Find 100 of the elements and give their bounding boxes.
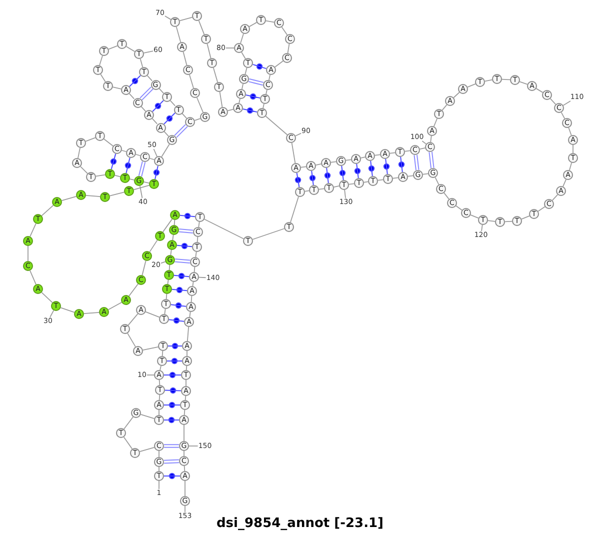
- base-pair-line: [309, 170, 316, 186]
- leader-line: [164, 16, 172, 20]
- base-pair-line: [242, 107, 258, 114]
- backbone-line: [184, 480, 186, 496]
- backbone-line: [86, 194, 100, 198]
- base-pair-line: [166, 358, 182, 364]
- backbone-line: [287, 43, 290, 54]
- backbone-line: [186, 326, 190, 342]
- backbone-line: [104, 138, 114, 146]
- backbone-line: [390, 152, 396, 154]
- backbone-line: [163, 130, 170, 137]
- backbone-line: [252, 228, 285, 240]
- backbone-line: [158, 450, 160, 458]
- base-pair-line: [252, 63, 267, 70]
- backbone-line: [190, 296, 192, 302]
- base-pair-line: [179, 212, 196, 220]
- backbone-line: [196, 236, 198, 242]
- backbone-line: [140, 58, 144, 68]
- backbone-line: [504, 220, 512, 222]
- backbone-line: [502, 78, 510, 80]
- backbone-line: [41, 292, 53, 304]
- backbone-line: [84, 312, 100, 314]
- backbone-line: [281, 26, 288, 36]
- backbone-line: [85, 137, 96, 142]
- base-pair-line: [164, 402, 180, 408]
- backbone-line: [392, 177, 398, 179]
- backbone-line: [142, 260, 146, 276]
- backbone-line: [164, 308, 166, 314]
- backbone-line: [174, 220, 176, 226]
- backbone-line: [488, 220, 496, 222]
- leader-line: [295, 132, 302, 136]
- backbone-line: [265, 20, 275, 23]
- base-pair-line: [171, 286, 188, 294]
- backbone-line: [158, 394, 160, 400]
- backbone-line: [241, 52, 246, 60]
- backbone-line: [145, 311, 160, 318]
- backbone-line: [374, 154, 380, 156]
- backbone-line: [442, 104, 448, 111]
- backbone-line: [430, 136, 432, 142]
- base-pair-line: [398, 156, 405, 173]
- backbone-line: [128, 313, 138, 326]
- backbone-line: [80, 166, 88, 174]
- backbone-line: [121, 150, 127, 152]
- base-pair-line: [248, 78, 264, 86]
- backbone-line: [124, 416, 134, 430]
- backbone-line: [196, 97, 204, 113]
- backbone-line: [330, 161, 336, 163]
- backbone-line: [568, 162, 572, 171]
- base-pair-line: [414, 154, 420, 171]
- backbone-line: [195, 252, 197, 258]
- base-pair-line: [153, 165, 160, 180]
- base-pair-line: [168, 342, 182, 350]
- backbone-line: [333, 186, 340, 188]
- backbone-line: [519, 81, 528, 85]
- backbone-line: [346, 159, 352, 161]
- backbone-line: [568, 127, 572, 136]
- backbone-line: [265, 116, 288, 136]
- leader-line: [344, 190, 346, 198]
- base-pair-line: [152, 100, 164, 112]
- backbone-line: [168, 264, 170, 270]
- diagram-title: dsi_9854_annot [-23.1]: [216, 516, 384, 532]
- backbone-line: [140, 106, 146, 112]
- backbone-line: [149, 240, 158, 252]
- backbone-line: [484, 79, 493, 82]
- backbone-line: [99, 55, 103, 66]
- backbone-line: [176, 26, 182, 43]
- backbone-line: [194, 266, 196, 272]
- base-pair-line: [170, 302, 187, 309]
- backbone-line: [170, 100, 176, 106]
- backbone-line: [470, 214, 479, 219]
- backbone-line: [521, 215, 530, 220]
- base-pair-line: [354, 163, 361, 179]
- backbone-line: [181, 112, 188, 119]
- backbone-line: [536, 88, 544, 93]
- backbone-line: [158, 88, 164, 94]
- base-pair-line: [164, 112, 176, 124]
- backbone-line: [422, 173, 428, 175]
- backbone-line: [149, 158, 155, 160]
- base-pair-line: [168, 317, 185, 324]
- backbone-line: [127, 332, 136, 348]
- backbone-line: [453, 92, 460, 98]
- backbone-line: [189, 74, 194, 89]
- leader-line: [153, 148, 158, 157]
- leader-line: [422, 140, 426, 144]
- backbone-line: [206, 43, 212, 59]
- base-pair-line: [428, 151, 434, 169]
- backbone-line: [291, 142, 296, 164]
- base-pair-line: [110, 153, 117, 170]
- backbone-line: [109, 192, 125, 196]
- base-pair-line: [164, 416, 180, 424]
- backbone-line: [60, 307, 75, 313]
- backbone-line: [419, 148, 426, 150]
- backbone-line: [112, 86, 122, 90]
- base-pair-line: [176, 242, 193, 250]
- backbone-line: [133, 184, 150, 190]
- backbone-line: [41, 204, 54, 216]
- base-pair-line: [245, 93, 261, 100]
- backbone-line: [30, 270, 36, 285]
- leader-line: [198, 276, 206, 278]
- backbone-line: [189, 312, 191, 318]
